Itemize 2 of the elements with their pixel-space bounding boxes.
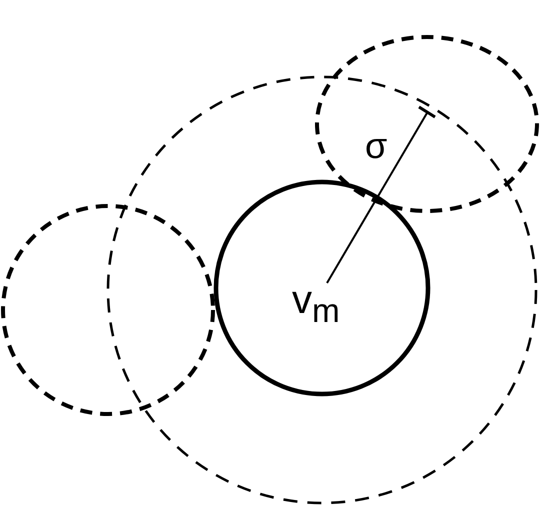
variable-label: v$_{m}$ [292,280,340,328]
symbol-label: σ [365,128,388,164]
